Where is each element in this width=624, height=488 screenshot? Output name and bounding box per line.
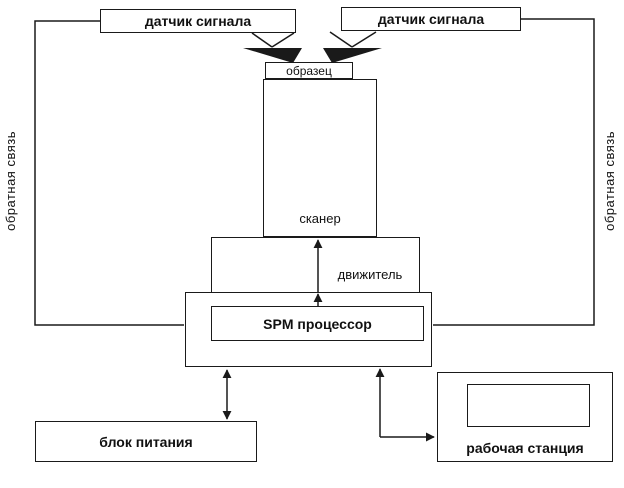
probe-right-icon [323, 48, 382, 63]
signal-sensor-right-box: датчик сигнала [341, 7, 521, 31]
scanner-label: сканер [299, 211, 341, 226]
mover-box [211, 237, 420, 293]
signal-sensor-left-box: датчик сигнала [100, 9, 296, 33]
signal-sensor-right-label: датчик сигнала [377, 11, 485, 27]
feedback-line-right [433, 18, 595, 326]
beam-lines-right-icon [329, 31, 377, 48]
mover-label: движитель [337, 267, 403, 282]
workstation-screen [467, 384, 590, 427]
power-supply-box: блок питания [35, 421, 257, 462]
power-supply-label: блок питания [99, 433, 193, 450]
sample-label: образец [286, 63, 332, 78]
scanner-box [263, 79, 377, 237]
feedback-right-label: обратная связь [602, 131, 617, 231]
spm-processor-box: SPM процессор [211, 306, 424, 341]
feedback-line-left [34, 20, 184, 326]
probe-left-icon [243, 48, 302, 63]
beam-lines-left-icon [251, 32, 295, 48]
workstation-label: рабочая станция [466, 440, 584, 456]
feedback-left-label: обратная связь [3, 131, 18, 231]
spm-processor-label: SPM процессор [263, 315, 372, 332]
signal-sensor-left-label: датчик сигнала [144, 13, 252, 29]
sample-box: образец [265, 62, 353, 79]
